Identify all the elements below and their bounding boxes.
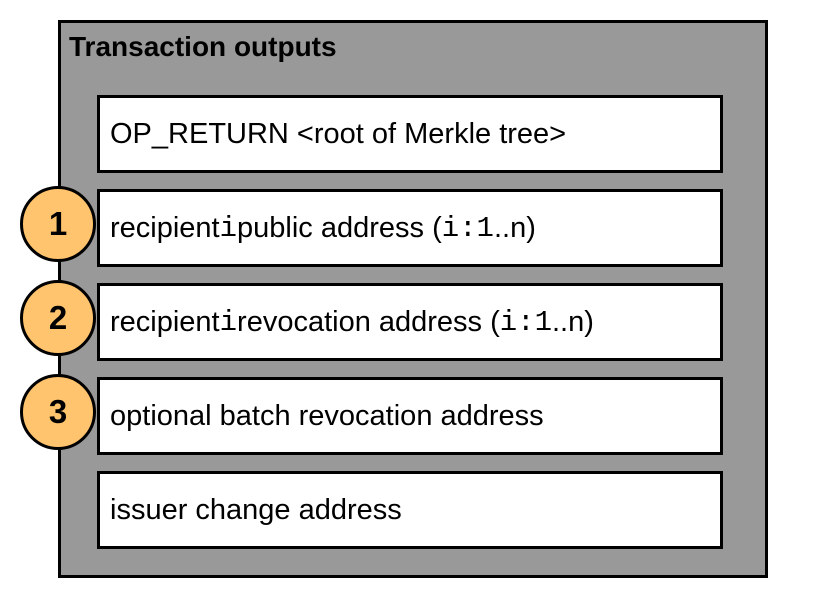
output-batch-revocation-address: optional batch revocation address <box>97 377 723 455</box>
output-label-variable: i <box>219 305 238 339</box>
step-badge-1: 1 <box>20 186 96 262</box>
output-label: issuer change address <box>110 493 402 526</box>
container-title: Transaction outputs <box>69 31 337 62</box>
output-label-middle: revocation address ( <box>237 305 500 338</box>
output-label-suffix: ..n) <box>493 211 536 244</box>
output-label-range: i:1 <box>441 211 494 245</box>
transaction-outputs-container: Transaction outputs OP_RETURN <root of M… <box>58 20 768 578</box>
output-label: optional batch revocation address <box>110 399 544 432</box>
output-recipient-revocation-address: recipient i revocation address (i:1..n) <box>97 283 723 361</box>
output-label: OP_RETURN <root of Merkle tree> <box>110 117 567 150</box>
step-badge-3: 3 <box>20 374 96 450</box>
output-label-middle: public address ( <box>237 211 442 244</box>
output-label-suffix: ..n) <box>552 305 594 338</box>
output-label-prefix: recipient <box>110 305 220 338</box>
output-op-return: OP_RETURN <root of Merkle tree> <box>97 95 723 173</box>
output-issuer-change-address: issuer change address <box>97 471 723 549</box>
output-label-prefix: recipient <box>110 211 220 244</box>
step-badge-2: 2 <box>20 280 96 356</box>
output-label-range: i:1 <box>499 305 552 339</box>
output-recipient-public-address: recipient i public address (i:1..n) <box>97 189 723 267</box>
output-label-variable: i <box>219 211 238 245</box>
